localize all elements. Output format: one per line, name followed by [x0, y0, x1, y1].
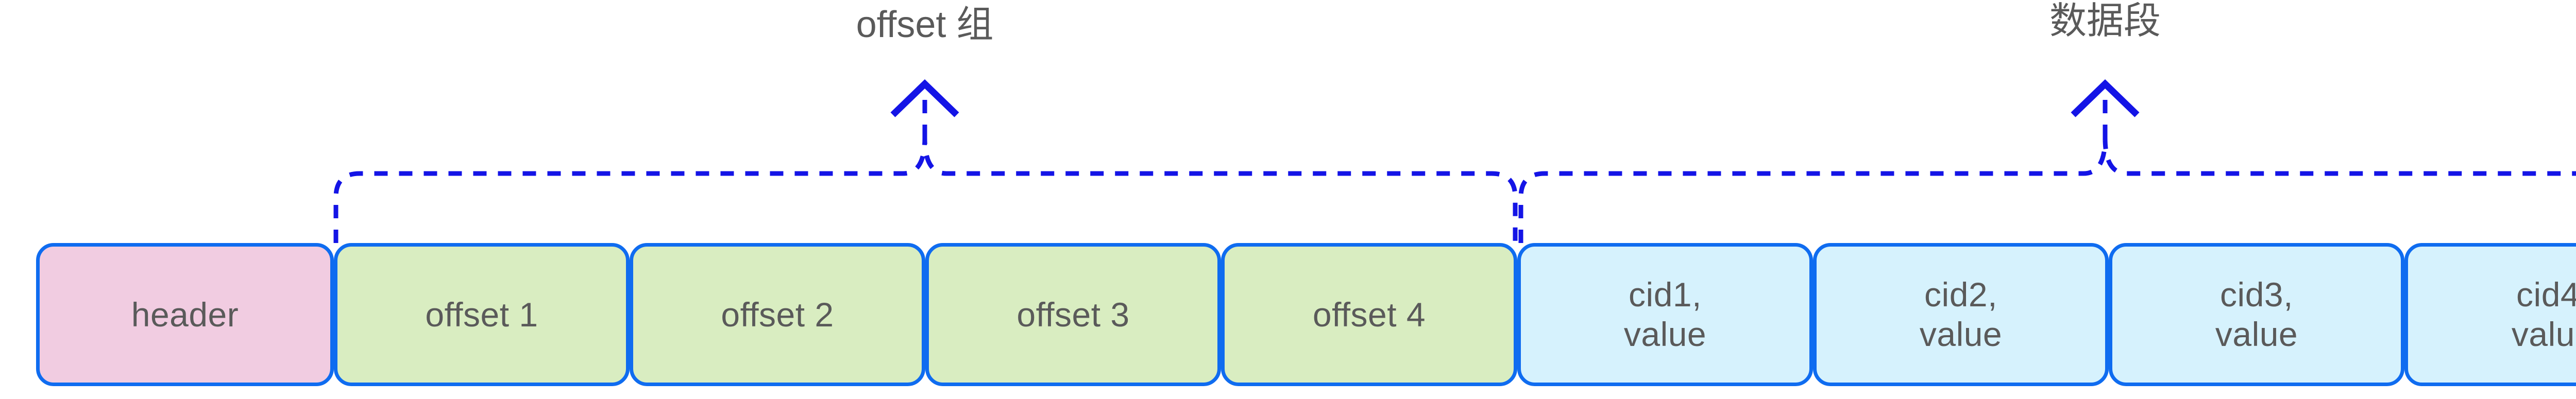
bracket-label-data-segment: 数据段 [2049, 1, 2161, 42]
arrowhead-icon-offset-group [890, 79, 959, 117]
brace-offset-group [333, 79, 1518, 243]
brace-path-offset-group [333, 137, 1518, 243]
cell-offset4: offset 4 [1221, 243, 1517, 386]
brace-path-data-segment [1518, 137, 2576, 243]
cell-cid1: cid1, value [1517, 243, 1813, 386]
cell-offset3: offset 3 [925, 243, 1221, 386]
cell-cid3: cid3, value [2109, 243, 2404, 386]
cell-cid4: cid4, value [2404, 243, 2576, 386]
cell-offset1: offset 1 [334, 243, 630, 386]
cell-offset2: offset 2 [630, 243, 925, 386]
bracket-label-offset-group: offset 组 [856, 4, 994, 45]
brace-data-segment [1518, 79, 2576, 243]
cell-header: header [36, 243, 334, 386]
arrowhead-icon-data-segment [2071, 79, 2140, 117]
cell-cid2: cid2, value [1813, 243, 2109, 386]
